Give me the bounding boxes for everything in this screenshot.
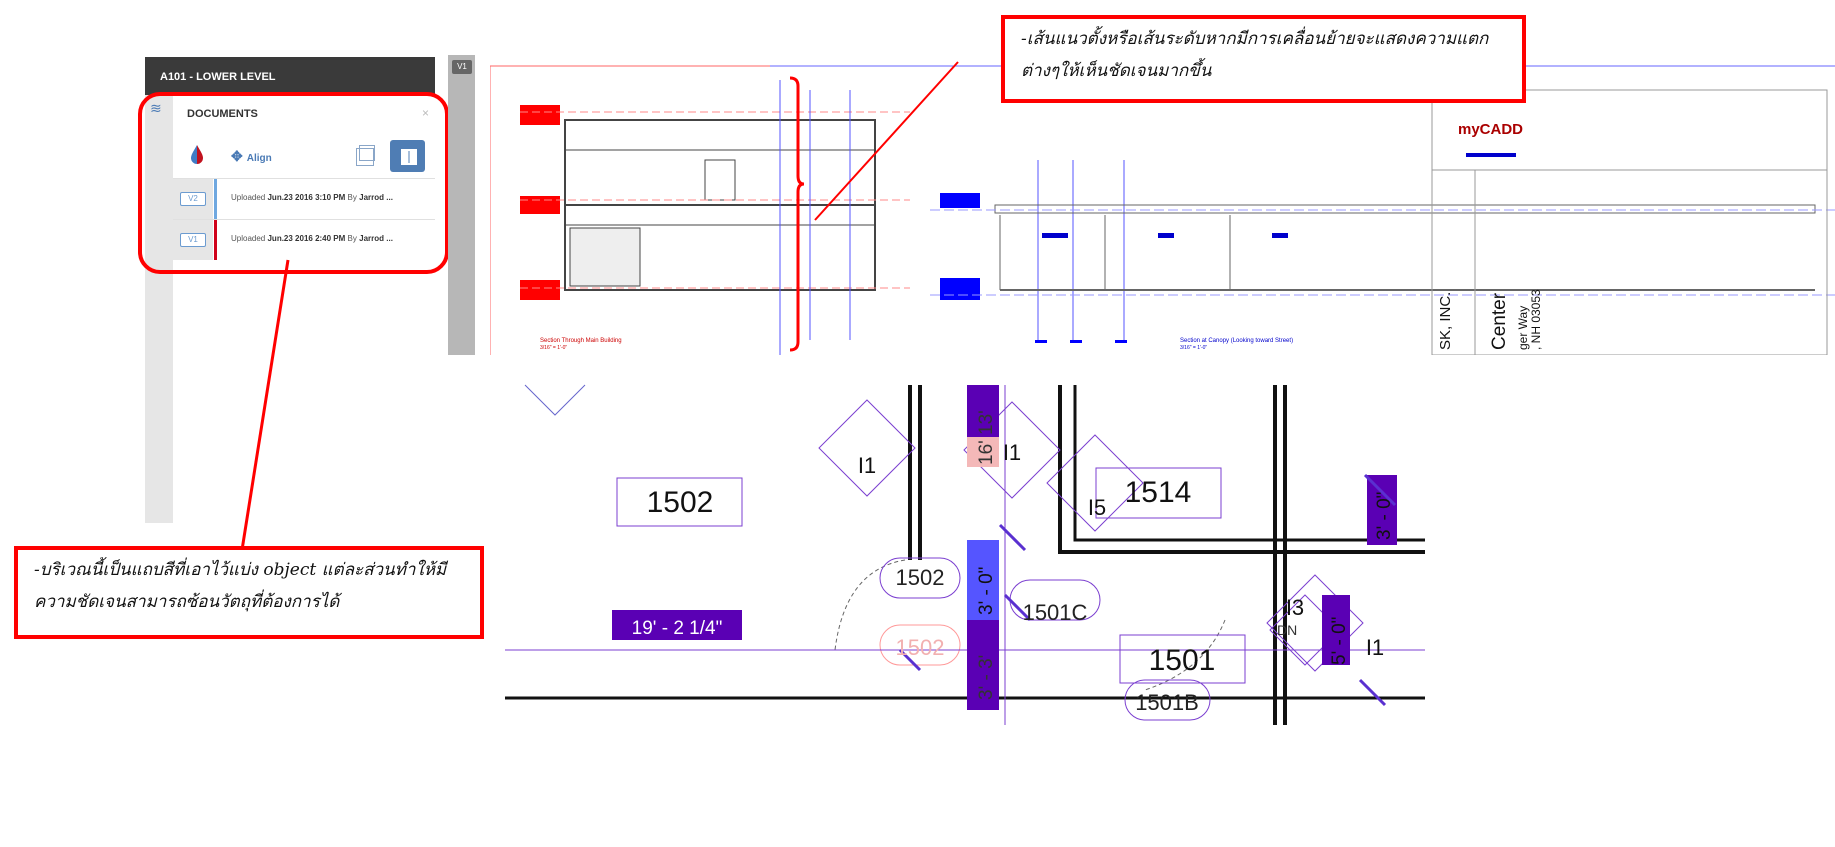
dimension: 3' - 0": [976, 567, 997, 615]
version-row-v1[interactable]: V1 Uploaded Jun.23 2016 2:40 PM By Jarro…: [173, 219, 435, 260]
title-block-logo: myCADD: [1458, 121, 1523, 138]
version-color-bar: [214, 220, 217, 260]
dimension: 3' - 0": [1374, 492, 1395, 540]
version-badge[interactable]: V1: [180, 233, 206, 247]
uploader: Jarrod ...: [359, 234, 393, 243]
overlay-icon[interactable]: [359, 145, 375, 161]
title-block-city: , NH 03053: [1529, 289, 1543, 350]
version-color-bar: [214, 179, 217, 219]
by-label: By: [347, 234, 357, 243]
align-label: Align: [246, 153, 272, 164]
section3-label: Section at Canopy (Looking toward Street…: [1180, 338, 1293, 344]
tag-label: I1: [1366, 635, 1384, 660]
side-by-side-button[interactable]: [390, 140, 425, 172]
door-tag: 1502: [896, 565, 945, 590]
upload-prefix: Uploaded: [231, 193, 266, 202]
section1-scale: 3/16" = 1'-0": [540, 345, 567, 351]
tag-label: I1: [1003, 440, 1021, 465]
section-drawing[interactable]: myCADD SK, INC. Center ger Way, NH 03053 S…: [490, 50, 1835, 355]
level-markers-v1: [520, 105, 560, 300]
color-drop-icon[interactable]: [186, 143, 208, 165]
tag-label: I5: [1088, 495, 1106, 520]
move-icon: ✥: [231, 148, 243, 164]
level-markers-v2: [940, 193, 1127, 343]
dimension: 3' - 3': [976, 655, 997, 700]
door-tag-v1: 1502: [896, 635, 945, 660]
viewer-version-tag: V1: [452, 60, 472, 74]
version-badge[interactable]: V2: [180, 192, 206, 206]
panel-side-strip: [145, 95, 173, 523]
callout-leader-bottom: [240, 259, 290, 551]
align-button[interactable]: ✥Align: [231, 148, 272, 165]
upload-date: Jun.23 2016 3:10 PM: [267, 193, 346, 202]
door-tag: 1501B: [1135, 690, 1199, 715]
overlay-icon-front[interactable]: [356, 148, 374, 166]
title-block: [1431, 89, 1828, 355]
room-label: 1514: [1125, 476, 1192, 509]
change-bracket: [789, 76, 805, 352]
section3-scale: 3/16" = 1'-0": [1180, 345, 1207, 351]
callout-bottom: -บริเวณนี้เป็นแถบสีที่เอาไว้แบ่ง object …: [14, 546, 484, 639]
dimension: 5' - 0": [1329, 617, 1350, 665]
tag-label: I1: [858, 453, 876, 478]
uploader: Jarrod ...: [359, 193, 393, 202]
sheet-title: A101 - LOWER LEVEL: [145, 57, 435, 95]
dimension: 16' 13': [976, 410, 997, 465]
callout-leader-top: [814, 61, 959, 221]
title-block-company: SK, INC.: [1437, 292, 1454, 350]
documents-title: DOCUMENTS: [187, 108, 258, 120]
close-icon[interactable]: ×: [422, 106, 430, 120]
title-block-street: ger Way: [1516, 306, 1530, 350]
viewer-scrollbar[interactable]: [448, 55, 475, 355]
section-main-building: [564, 119, 876, 291]
tag-label: I3: [1286, 595, 1304, 620]
title-block-project: Center: [1489, 292, 1510, 350]
dimension: 19' - 2 1/4": [632, 618, 723, 639]
upload-date: Jun.23 2016 2:40 PM: [267, 234, 346, 243]
door-tag: 1501C: [1023, 600, 1088, 625]
walls: [505, 385, 1425, 725]
room-label: 1501: [1149, 644, 1216, 677]
upload-prefix: Uploaded: [231, 234, 266, 243]
section1-label: Section Through Main Building: [540, 338, 622, 344]
highlight-ring: [138, 92, 449, 274]
callout-top: -เส้นแนวตั้งหรือเส้นระดับหากมีการเคลื่อน…: [1001, 15, 1526, 103]
stair-label: DN: [1277, 622, 1297, 638]
floor-plan[interactable]: 1502 1514 1501 1502 1501C 1501B 1502 I1 …: [505, 380, 1425, 725]
by-label: By: [347, 193, 357, 202]
version-row-v2[interactable]: V2 Uploaded Jun.23 2016 3:10 PM By Jarro…: [173, 178, 435, 219]
room-label: 1502: [647, 486, 714, 519]
section-canopy: [994, 204, 1816, 291]
